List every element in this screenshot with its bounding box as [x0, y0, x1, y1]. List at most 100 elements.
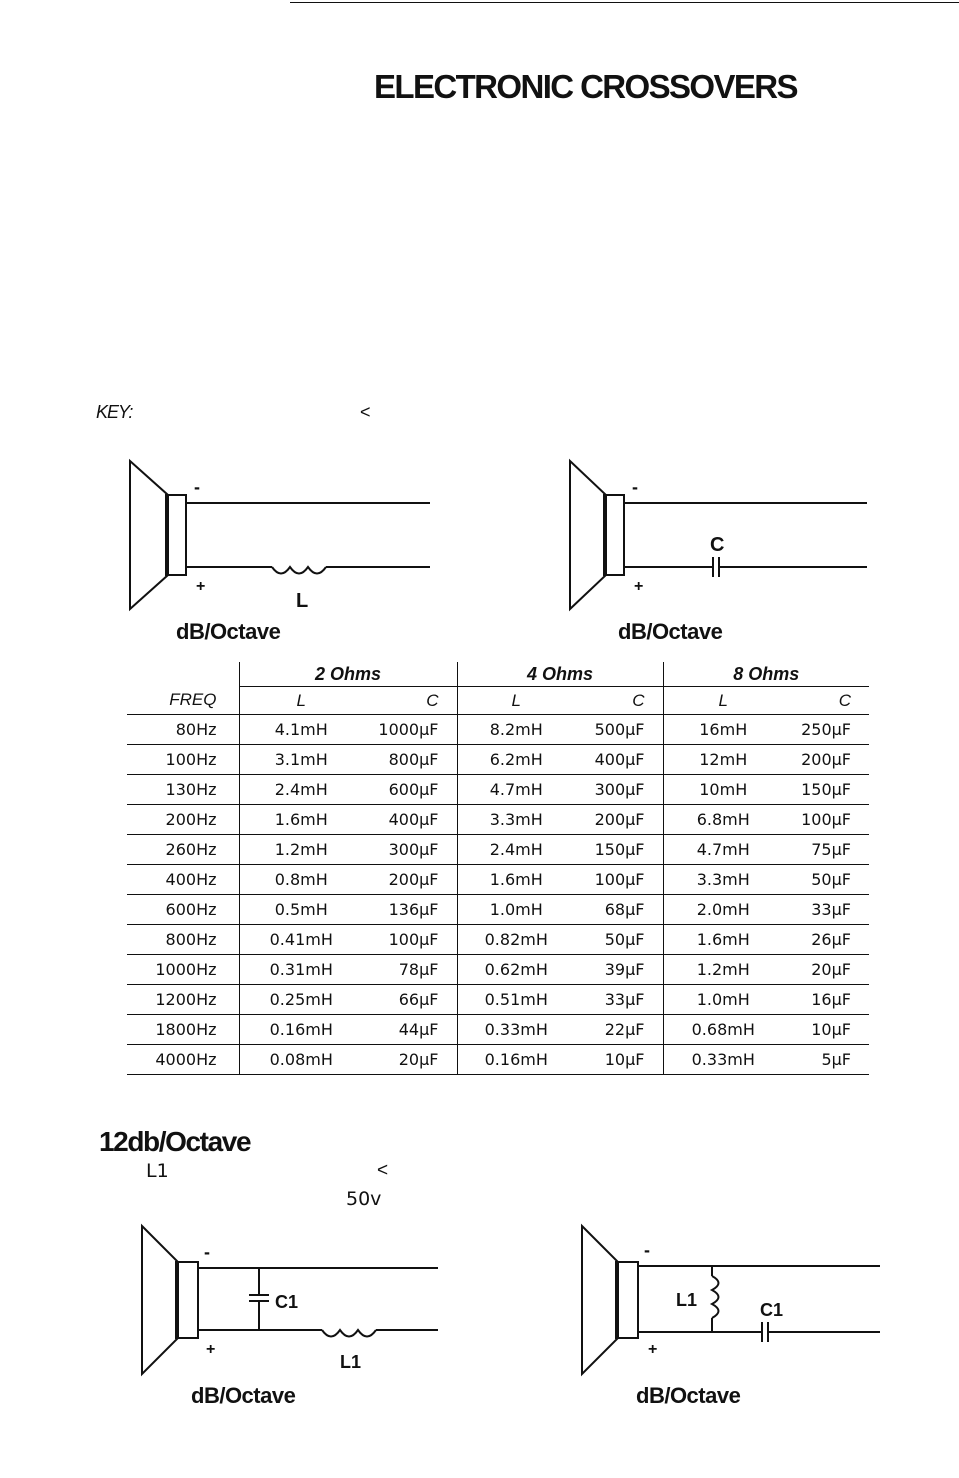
capacitance-4ohm-cell: 500µF — [565, 714, 664, 745]
capacitance-8ohm-cell: 200µF — [773, 744, 869, 775]
low-pass-6db-caption: dB/Octave — [176, 619, 281, 644]
freq-cell: 100Hz — [127, 744, 240, 775]
inductance-4ohm-cell: 4.7mH — [457, 774, 565, 805]
inductor-icon — [709, 1275, 720, 1319]
group-header-2-ohms: 2 Ohms — [239, 662, 458, 687]
inductance-8ohm-cell: 3.3mH — [663, 864, 773, 895]
capacitance-8ohm-cell: 75µF — [773, 834, 869, 865]
inductance-2ohm-cell: 3.1mH — [239, 744, 353, 775]
capacitance-4ohm-cell: 400µF — [565, 744, 664, 775]
column-header-c: C — [353, 686, 458, 715]
inductor-icon — [321, 1328, 377, 1338]
page-title: ELECTRONIC CROSSOVERS — [374, 68, 799, 105]
high-pass-6db-caption: dB/Octave — [618, 619, 723, 644]
low-pass-6db-diagram: - + L — [129, 458, 430, 612]
capacitance-4ohm-cell: 150µF — [565, 834, 664, 865]
capacitance-4ohm-cell: 68µF — [565, 894, 664, 925]
capacitance-2ohm-cell: 800µF — [353, 744, 458, 775]
capacitance-2ohm-cell: 100µF — [353, 924, 458, 955]
speaker-cone-icon — [569, 458, 607, 612]
capacitance-8ohm-cell: 16µF — [773, 984, 869, 1015]
high-pass-12db-diagram: - + L1 C1 — [581, 1223, 880, 1377]
inductor-label: L1 — [340, 1352, 361, 1372]
inductance-4ohm-cell: 0.82mH — [457, 924, 565, 955]
freq-cell: 130Hz — [127, 774, 240, 805]
inductance-2ohm-cell: 1.2mH — [239, 834, 353, 865]
inductance-4ohm-cell: 2.4mH — [457, 834, 565, 865]
capacitance-4ohm-cell: 50µF — [565, 924, 664, 955]
inductor-label: L — [296, 590, 308, 612]
top-rule — [290, 2, 959, 3]
plus-terminal-label: + — [196, 578, 205, 595]
speaker-cone-icon — [581, 1223, 619, 1377]
inductance-4ohm-cell: 0.62mH — [457, 954, 565, 985]
speaker-magnet-icon — [165, 494, 187, 576]
capacitance-4ohm-cell: 22µF — [565, 1014, 664, 1045]
inductance-8ohm-cell: 10mH — [663, 774, 773, 805]
inductance-4ohm-cell: 8.2mH — [457, 714, 565, 745]
capacitance-2ohm-cell: 400µF — [353, 804, 458, 835]
capacitance-8ohm-cell: 33µF — [773, 894, 869, 925]
inductance-4ohm-cell: 1.0mH — [457, 894, 565, 925]
freq-cell: 1200Hz — [127, 984, 240, 1015]
capacitance-8ohm-cell: 100µF — [773, 804, 869, 835]
capacitance-4ohm-cell: 39µF — [565, 954, 664, 985]
plus-terminal-label: + — [634, 578, 643, 595]
inductor-label: L1 — [676, 1290, 697, 1310]
inductance-8ohm-cell: 0.68mH — [663, 1014, 773, 1045]
freq-cell: 200Hz — [127, 804, 240, 835]
capacitance-8ohm-cell: 50µF — [773, 864, 869, 895]
capacitance-8ohm-cell: 5µF — [773, 1044, 869, 1075]
freq-cell: 1000Hz — [127, 954, 240, 985]
capacitor-label: C1 — [760, 1300, 783, 1320]
inductance-8ohm-cell: 6.8mH — [663, 804, 773, 835]
freq-cell: 4000Hz — [127, 1044, 240, 1075]
capacitance-4ohm-cell: 300µF — [565, 774, 664, 805]
inductance-8ohm-cell: 1.0mH — [663, 984, 773, 1015]
crossover-values-table: 2 Ohms 4 Ohms 8 Ohms FREQ L C L C L C 80… — [127, 662, 869, 1075]
inductance-2ohm-cell: 1.6mH — [239, 804, 353, 835]
key-label: KEY: — [96, 402, 133, 422]
capacitance-4ohm-cell: 33µF — [565, 984, 664, 1015]
freq-cell: 400Hz — [127, 864, 240, 895]
speaker-magnet-icon — [615, 1261, 639, 1339]
minus-terminal-label: - — [204, 1242, 210, 1262]
capacitance-8ohm-cell: 10µF — [773, 1014, 869, 1045]
inductance-2ohm-cell: 0.25mH — [239, 984, 353, 1015]
low-pass-12db-caption: dB/Octave — [191, 1383, 296, 1408]
high-pass-6db-diagram: - + C — [569, 458, 867, 612]
inductance-4ohm-cell: 0.33mH — [457, 1014, 565, 1045]
section-note-voltage: 50v — [346, 1188, 382, 1210]
inductance-4ohm-cell: 0.51mH — [457, 984, 565, 1015]
column-header-l: L — [663, 686, 773, 715]
capacitance-2ohm-cell: 78µF — [353, 954, 458, 985]
high-pass-12db-caption: dB/Octave — [636, 1383, 741, 1408]
inductance-2ohm-cell: 0.8mH — [239, 864, 353, 895]
inductance-8ohm-cell: 2.0mH — [663, 894, 773, 925]
capacitance-2ohm-cell: 66µF — [353, 984, 458, 1015]
corner-cell — [127, 662, 240, 687]
freq-cell: 260Hz — [127, 834, 240, 865]
inductance-8ohm-cell: 12mH — [663, 744, 773, 775]
capacitor-label: C1 — [275, 1292, 298, 1312]
freq-cell: 600Hz — [127, 894, 240, 925]
inductance-8ohm-cell: 4.7mH — [663, 834, 773, 865]
section-heading-12db: 12db/Octave — [99, 1126, 252, 1157]
speaker-cone-icon — [141, 1223, 179, 1377]
minus-terminal-label: - — [644, 1240, 650, 1260]
group-header-8-ohms: 8 Ohms — [663, 662, 869, 687]
inductance-4ohm-cell: 0.16mH — [457, 1044, 565, 1075]
column-header-freq: FREQ — [127, 686, 240, 715]
